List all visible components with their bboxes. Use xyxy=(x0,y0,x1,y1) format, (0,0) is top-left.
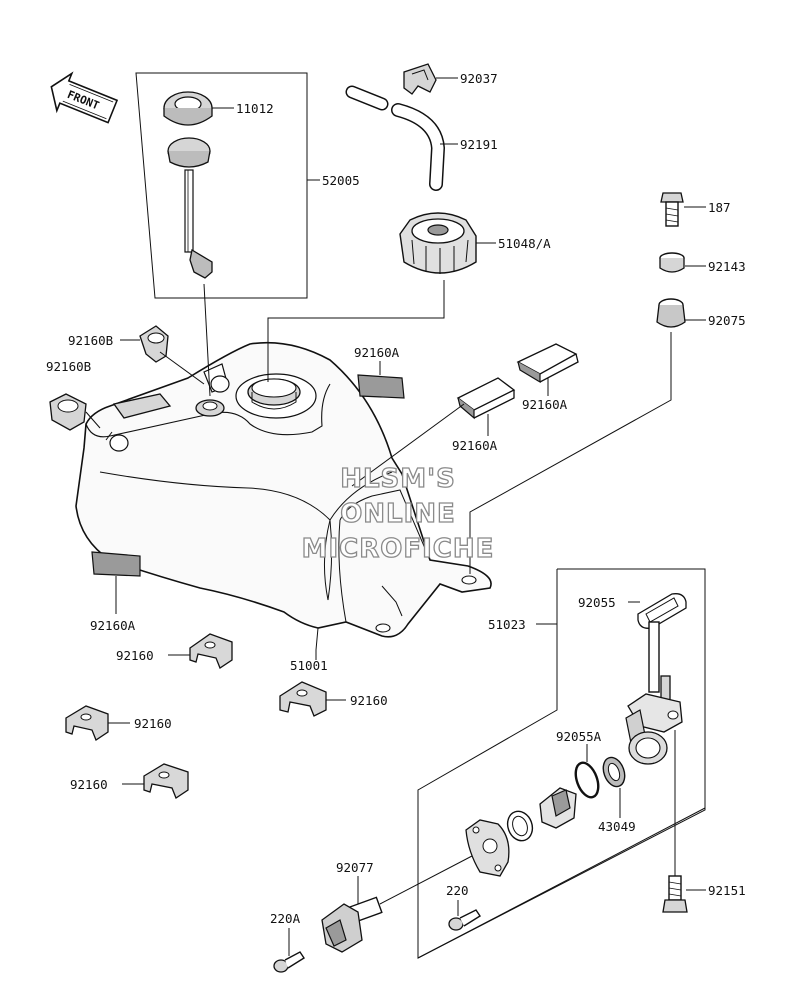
cap-11012 xyxy=(163,91,213,126)
callout-92151: 92151 xyxy=(708,883,746,898)
callout-220a: 220A xyxy=(270,911,301,926)
clip-92160-4 xyxy=(143,763,189,799)
valve-plate xyxy=(465,819,510,877)
callout-92160-2: 92160 xyxy=(350,693,388,708)
screw-220 xyxy=(448,909,481,931)
callout-220: 220 xyxy=(446,883,469,898)
fuel-gauge-assembly xyxy=(167,137,213,279)
callout-92160a-3: 92160A xyxy=(452,438,498,453)
leader-lines xyxy=(85,77,706,956)
callout-92055a: 92055A xyxy=(556,729,602,744)
callout-92160a-4: 92160A xyxy=(90,618,136,633)
pad-92160a-1 xyxy=(357,374,405,399)
pad-92160a-2 xyxy=(516,343,579,384)
bolt-92151 xyxy=(662,875,688,913)
callout-52005: 52005 xyxy=(322,173,360,188)
seal-43049 xyxy=(602,756,626,788)
callout-92191: 92191 xyxy=(460,137,498,152)
gasket-92055 xyxy=(637,593,687,629)
grommet-92160b-upper xyxy=(139,325,169,363)
o-ring-92055a xyxy=(574,761,600,799)
callout-92143: 92143 xyxy=(708,259,746,274)
clamp-92037 xyxy=(403,63,437,95)
fuel-tank-51001 xyxy=(75,341,492,638)
washer-92143 xyxy=(659,252,685,273)
callout-51048: 51048/A xyxy=(498,236,551,251)
petcock-body xyxy=(625,621,683,765)
callout-92037: 92037 xyxy=(460,71,498,86)
knob-92077 xyxy=(321,896,383,953)
callout-92160-3: 92160 xyxy=(134,716,172,731)
hose-92191 xyxy=(345,85,446,191)
watermark-line-3: MICROFICHE xyxy=(302,534,495,564)
damper-92075 xyxy=(656,298,686,328)
callout-92160b-1: 92160B xyxy=(68,333,113,348)
callout-92055: 92055 xyxy=(578,595,616,610)
clip-92160-3 xyxy=(65,705,109,741)
callout-92160b-2: 92160B xyxy=(46,359,91,374)
pad-92160a-4 xyxy=(91,551,141,577)
pad-92160a-3 xyxy=(456,377,516,420)
watermark-line-2: ONLINE xyxy=(340,499,456,529)
front-arrow-icon: FRONT xyxy=(50,71,119,124)
grommet-92160b-lower xyxy=(49,393,87,431)
callout-92160a-1: 92160A xyxy=(354,345,400,360)
bolt-187 xyxy=(660,192,684,227)
watermark-line-1: HLSM'S xyxy=(340,464,456,494)
callout-11012: 11012 xyxy=(236,101,274,116)
clip-92160-1 xyxy=(189,633,233,669)
callout-92160-4: 92160 xyxy=(70,777,108,792)
callout-43049: 43049 xyxy=(598,819,636,834)
callout-labels: 11012 52005 92037 92191 51048/A 187 9214… xyxy=(46,71,746,926)
callout-187: 187 xyxy=(708,200,731,215)
callout-92075: 92075 xyxy=(708,313,746,328)
watermark: HLSM'S ONLINE MICROFICHE xyxy=(301,463,495,564)
clip-92160-2 xyxy=(279,681,327,717)
callout-51023: 51023 xyxy=(488,617,526,632)
kit-bracket-52005 xyxy=(135,72,308,299)
kit-bracket-51023 xyxy=(417,568,706,959)
callout-92160a-2: 92160A xyxy=(522,397,568,412)
screw-220a xyxy=(273,951,305,973)
fuel-cap-51048 xyxy=(399,212,477,274)
valve-stem xyxy=(539,787,577,829)
callout-92077: 92077 xyxy=(336,860,374,875)
valve-washer xyxy=(506,810,534,842)
callout-92160-1: 92160 xyxy=(116,648,154,663)
callout-51001: 51001 xyxy=(290,658,328,673)
